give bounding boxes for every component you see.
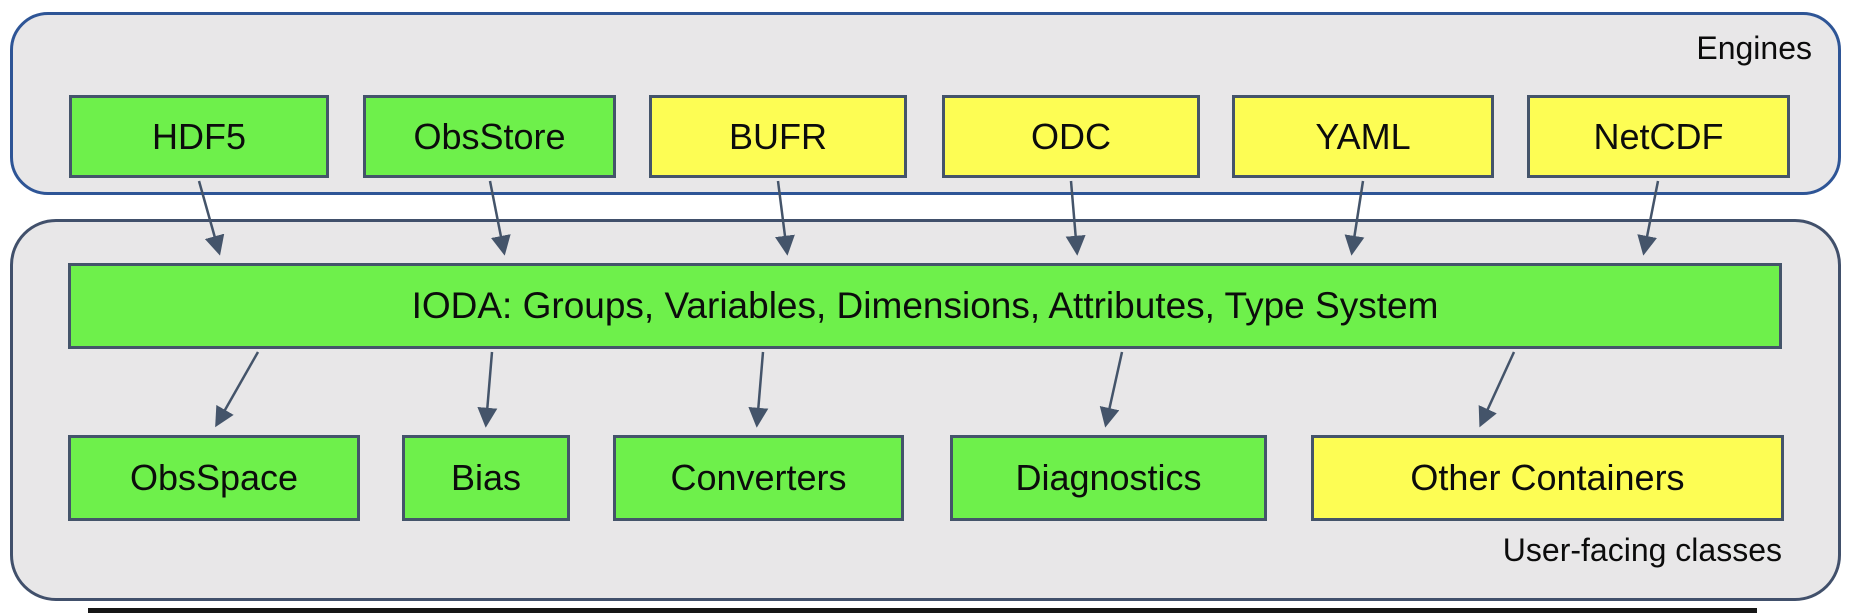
node-bias-label: Bias bbox=[450, 457, 522, 498]
node-obsstore-label: ObsStore bbox=[413, 115, 566, 157]
node-netcdf-label: NetCDF bbox=[1593, 115, 1724, 157]
node-hdf5-label: HDF5 bbox=[151, 115, 246, 157]
node-diagnostics: Diagnostics bbox=[950, 435, 1267, 521]
node-other-containers: Other Containers bbox=[1311, 435, 1784, 521]
node-ioda-core: IODA: Groups, Variables, Dimensions, Att… bbox=[68, 263, 1782, 349]
node-converters-label: Converters bbox=[670, 457, 847, 498]
node-odc-label: ODC bbox=[1031, 115, 1111, 157]
node-other-containers-label: Other Containers bbox=[1410, 457, 1685, 498]
node-obsstore: ObsStore bbox=[363, 95, 616, 178]
node-obsspace-label: ObsSpace bbox=[129, 457, 299, 498]
node-diagnostics-label: Diagnostics bbox=[1015, 457, 1202, 498]
node-netcdf: NetCDF bbox=[1527, 95, 1790, 178]
node-bufr: BUFR bbox=[649, 95, 907, 178]
user-facing-classes-label: User-facing classes bbox=[1502, 532, 1782, 568]
node-hdf5: HDF5 bbox=[69, 95, 329, 178]
engines-panel-label: Engines bbox=[1696, 30, 1812, 66]
node-yaml: YAML bbox=[1232, 95, 1494, 178]
bottom-crop-line bbox=[88, 608, 1757, 613]
node-bufr-label: BUFR bbox=[729, 115, 827, 157]
node-converters: Converters bbox=[613, 435, 904, 521]
node-yaml-label: YAML bbox=[1315, 115, 1411, 157]
node-ioda-core-label: IODA: Groups, Variables, Dimensions, Att… bbox=[411, 285, 1439, 326]
node-obsspace: ObsSpace bbox=[68, 435, 360, 521]
node-odc: ODC bbox=[942, 95, 1200, 178]
node-bias: Bias bbox=[402, 435, 570, 521]
